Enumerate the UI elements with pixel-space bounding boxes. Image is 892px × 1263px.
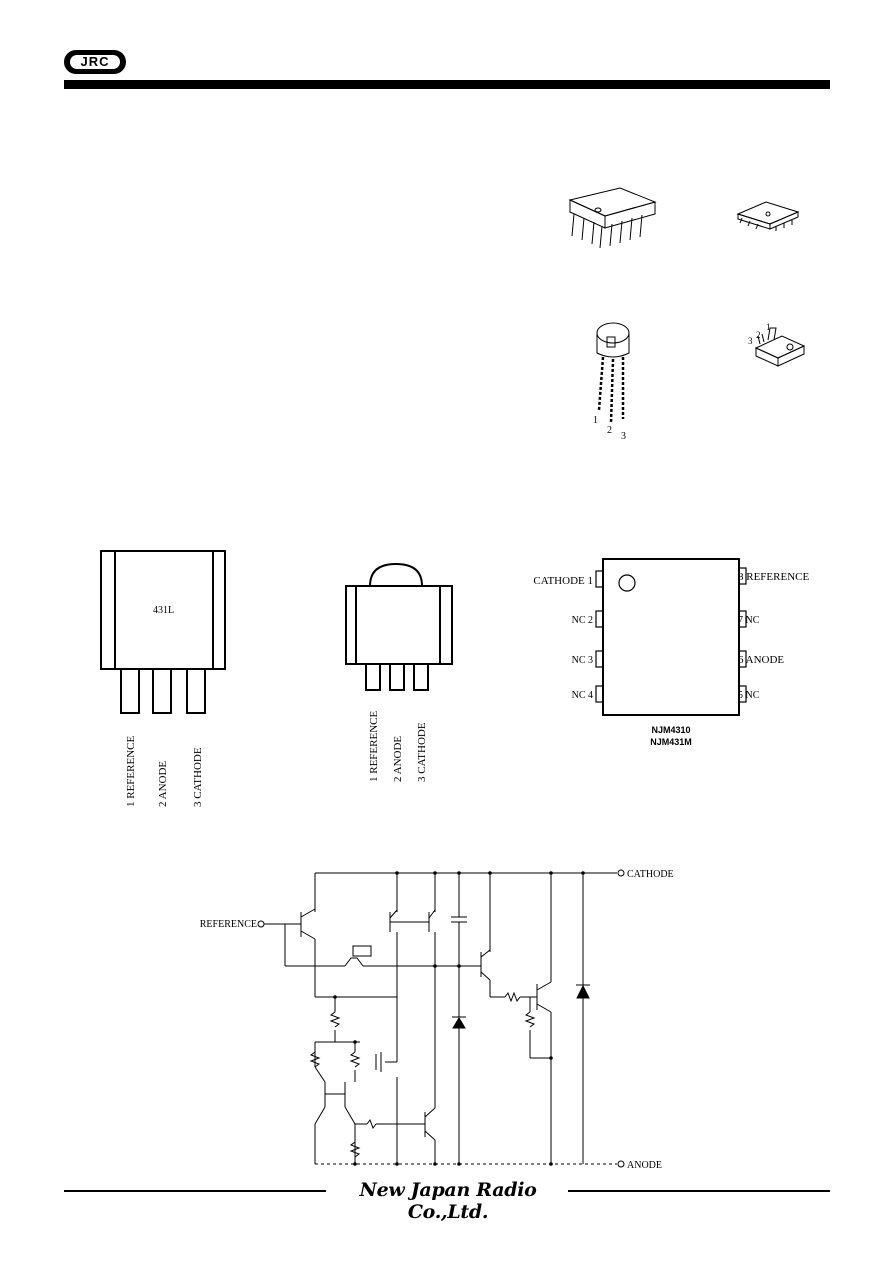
sot89-pin3: 3 CATHODE bbox=[416, 722, 428, 782]
sot89-pin1-label: 1 bbox=[766, 322, 771, 332]
dip8-pinout-diagram: CATHODE 1 NC 2 NC 3 NC 4 8 REFERENCE 7 N… bbox=[533, 558, 809, 747]
dip8-part-number-2: NJM431M bbox=[650, 737, 692, 747]
footer-line-left bbox=[64, 1190, 326, 1192]
sot89-pin2: 2 ANODE bbox=[392, 736, 404, 782]
schematic-reference-label: REFERENCE bbox=[200, 919, 257, 930]
logo-text: JRC bbox=[70, 55, 120, 69]
dip8-left-pin-1: CATHODE 1 bbox=[533, 575, 593, 587]
dip8-right-pin-8: 8 REFERENCE bbox=[738, 571, 809, 583]
to92-package-image: 1 2 3 bbox=[593, 322, 630, 440]
schematic-anode-label: ANODE bbox=[627, 1160, 662, 1171]
dip8-right-pin-6: 6 ANODE bbox=[738, 654, 784, 666]
sot89-pin2-label: 2 bbox=[756, 330, 761, 340]
footer-company-name: New Japan Radio Co.,Ltd. bbox=[359, 1179, 537, 1223]
header-bar bbox=[64, 80, 830, 89]
dip8-right-pin-5: 5 NC bbox=[738, 690, 760, 701]
to92-pin3-label: 3 bbox=[621, 431, 626, 440]
to92-pin2-label: 2 bbox=[607, 425, 612, 436]
to92-pin3: 3 CATHODE bbox=[192, 747, 204, 807]
to92-pin1-label: 1 bbox=[593, 415, 598, 426]
sot89-pinout-diagram: 1 REFERENCE 2 ANODE 3 CATHODE bbox=[345, 562, 453, 782]
dip8-right-pin-7: 7 NC bbox=[738, 615, 760, 626]
to92-pinout-diagram: 431L 1 REFERENCE 2 ANODE 3 CATHODE bbox=[100, 550, 226, 807]
to92-pin2: 2 ANODE bbox=[157, 761, 169, 807]
jrc-logo: JRC bbox=[64, 50, 126, 74]
dip8-left-pin-2: NC 2 bbox=[572, 615, 593, 626]
equivalent-circuit-schematic: CATHODE REFERENCE ANODE bbox=[200, 869, 674, 1171]
to92-pin1: 1 REFERENCE bbox=[125, 736, 137, 807]
dmp8-package-image bbox=[736, 201, 800, 231]
dip8-left-pin-4: NC 4 bbox=[572, 690, 593, 701]
sot89-pin1: 1 REFERENCE bbox=[368, 711, 380, 782]
to92-marking: 431L bbox=[153, 605, 174, 616]
dip8-part-number-1: NJM4310 bbox=[651, 725, 690, 735]
footer-line-right bbox=[568, 1190, 830, 1192]
dip8-package-image bbox=[568, 187, 657, 249]
schematic-cathode-label: CATHODE bbox=[627, 869, 674, 880]
sot89-pin3-label: 3 bbox=[748, 336, 753, 346]
dip8-left-pin-3: NC 3 bbox=[572, 655, 593, 666]
sot89-package-image: 3 2 1 bbox=[748, 322, 806, 367]
